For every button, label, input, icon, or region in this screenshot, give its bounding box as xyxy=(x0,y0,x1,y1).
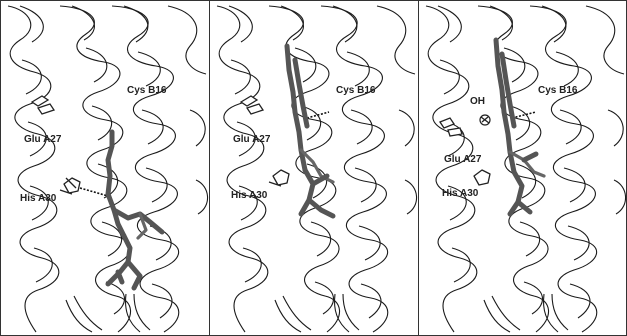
panel-3-label-cys: Cys B16 xyxy=(538,85,578,96)
panel-3-his-sidechain xyxy=(474,170,490,185)
panel-2: Cys B16 Glu A27 His A30 xyxy=(210,1,419,336)
panel-2-label-glu: Glu A27 xyxy=(233,134,271,145)
panel-2-label-cys: Cys B16 xyxy=(336,85,376,96)
panel-1: Cys B16 Glu A27 His A30 xyxy=(1,1,210,336)
panel-3-label-glu: Glu A27 xyxy=(444,154,482,165)
panel-1-glu-sidechain xyxy=(32,96,54,114)
panel-1-his-sidechain xyxy=(60,178,80,194)
panel-1-label-his: His A30 xyxy=(20,193,57,204)
panel-2-his-sidechain xyxy=(269,170,289,186)
panel-2-hbond xyxy=(307,112,329,118)
panel-3: OH Cys B16 Glu A27 His A30 xyxy=(419,1,627,336)
panel-3-label-oh: OH xyxy=(470,96,485,107)
panel-2-glu-sidechain xyxy=(241,96,263,114)
panel-2-label-his: His A30 xyxy=(231,190,268,201)
panel-3-helices xyxy=(426,6,626,332)
panel-1-label-glu: Glu A27 xyxy=(24,134,62,145)
panel-1-label-cys: Cys B16 xyxy=(127,85,167,96)
panel-3-label-his: His A30 xyxy=(442,188,479,199)
